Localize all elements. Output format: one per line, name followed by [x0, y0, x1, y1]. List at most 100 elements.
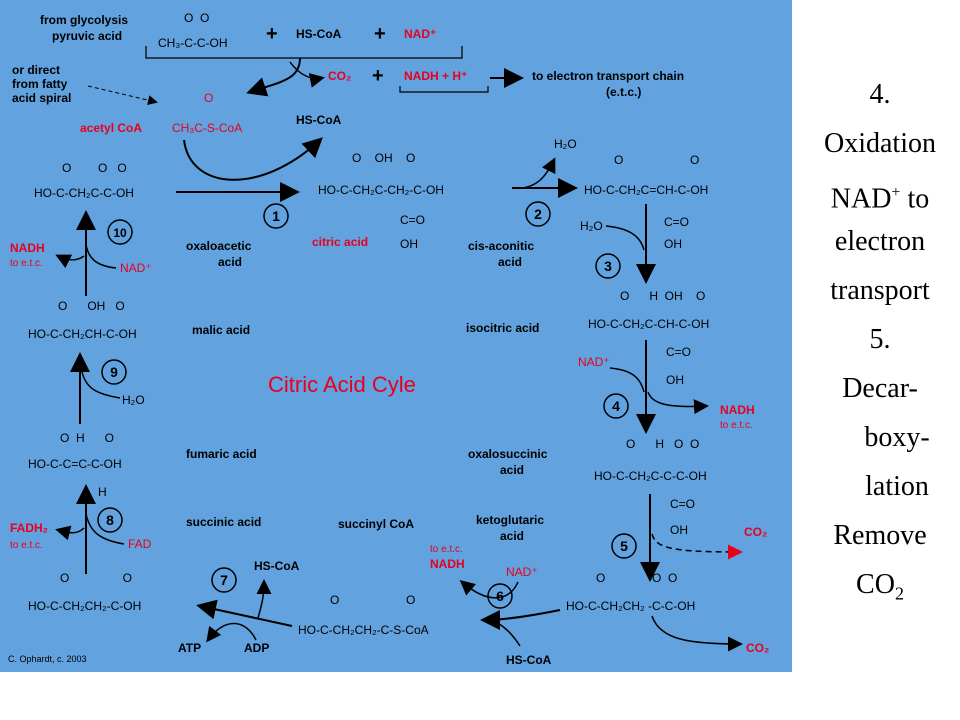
oxalosuccinic-label-2: acid	[500, 463, 524, 477]
or-direct-label-2: from fatty	[12, 77, 68, 91]
hs-coa-reactant: HS-CoA	[296, 27, 342, 41]
fatty-acid-arrow	[87, 85, 158, 106]
step-1-circle	[263, 203, 289, 229]
coa-uptake-arrow	[489, 617, 521, 647]
co2-release-5-arrow	[651, 533, 743, 560]
nad-uptake-arrow	[609, 367, 645, 393]
nad-text: NAD	[830, 183, 892, 215]
side-line-electron: electron	[834, 226, 926, 257]
keto-structure-top: O O O	[596, 571, 677, 585]
nadh-release-10-arrow	[55, 254, 85, 269]
side-line-decar: Decar-	[842, 373, 918, 404]
step-8-number: 8	[106, 512, 114, 528]
iso-structure-sub2: OH	[666, 373, 684, 387]
citric-structure-top: O OH O	[352, 151, 415, 165]
step-4-circle	[603, 393, 629, 419]
succinic-acid-label: succinic acid	[186, 515, 261, 529]
plus-sign-2: +	[374, 23, 386, 45]
oxaloacetic-acid-label-1: oxaloacetic	[186, 239, 252, 253]
oxaloacetic-structure: HO-C-CH₂C-C-OH	[34, 186, 134, 200]
product-bracket	[399, 86, 489, 93]
step-1-number: 1	[272, 208, 280, 224]
step-5-circle	[611, 533, 637, 559]
ketoglutaric-label-1: ketoglutaric	[476, 513, 544, 527]
oxsuc-structure-sub1: C=O	[670, 497, 695, 511]
citric-structure-sub2: OH	[400, 237, 418, 251]
cis-aconitic-label-2: acid	[498, 255, 522, 269]
etc-label-2: (e.t.c.)	[606, 85, 641, 99]
oxsuc-structure-sub2: OH	[670, 523, 688, 537]
step-4-number: 4	[612, 398, 620, 414]
step-2-number: 2	[534, 206, 542, 222]
side-line-transport: transport	[830, 275, 930, 306]
co-text: CO	[856, 569, 895, 600]
h2o-uptake-arrow	[605, 225, 645, 251]
side-line-oxidation: Oxidation	[824, 128, 936, 159]
mal-structure-top: O OH O	[58, 299, 125, 313]
citric-acid-label: citric acid	[312, 235, 368, 249]
etc-label-1: to electron transport chain	[532, 69, 684, 83]
h2o-uptake-9-arrow	[81, 371, 121, 399]
step-7-circle	[211, 567, 237, 593]
cis-structure-sub1: C=O	[664, 215, 689, 229]
side-line-nad: NAD+ to	[800, 168, 960, 217]
acetyl-structure-top: O	[204, 91, 213, 105]
side-notes: 4. Oxidation NAD+ to electron transport …	[800, 70, 960, 609]
cis-structure-top: O O	[614, 153, 699, 167]
h2o-step3: H₂O	[580, 219, 603, 233]
nadh-product: NADH + H⁺	[404, 69, 467, 83]
citric-structure: HO-C-CH₂C-CH₂-C-OH	[318, 183, 444, 197]
co2-step5: CO₂	[744, 525, 767, 539]
fum-structure-sub: H	[98, 485, 107, 499]
co2-step6: CO₂	[746, 641, 769, 655]
citric-structure-sub1: C=O	[400, 213, 425, 227]
hs-coa-step6: HS-CoA	[506, 653, 552, 667]
citric-acid-cycle-diagram: from glycolysis pyruvic acid O O CH₃-C-C…	[0, 0, 792, 672]
step6-arrow	[480, 609, 561, 630]
to-text: to	[900, 183, 930, 215]
co2-release-6-arrow	[651, 615, 743, 652]
adp-atp-arrow	[206, 622, 257, 643]
to-etc-step4: to e.t.c.	[720, 420, 753, 431]
nadh-step10: NADH	[10, 241, 45, 255]
diagram-title: Citric Acid Cyle	[268, 372, 416, 397]
cis-aconitic-label-1: cis-aconitic	[468, 239, 534, 253]
oxaloacetic-structure-top: O O O	[62, 161, 127, 175]
oxsuc-structure-top: O H O O	[626, 437, 699, 451]
iso-structure-sub1: C=O	[666, 345, 691, 359]
succoa-structure: HO-C-CH₂CH₂-C-S-CoA	[298, 623, 429, 637]
step-5-number: 5	[620, 538, 628, 554]
nad-reactant: NAD⁺	[404, 27, 436, 41]
fad-step8: FAD	[128, 537, 152, 551]
side-line-remove: Remove	[833, 520, 927, 551]
atp-step7: ATP	[178, 641, 201, 655]
h2o-release-arrow	[521, 157, 556, 189]
acetyl-coa-structure: CH₃C-S-CoA	[172, 121, 242, 135]
iso-structure: HO-C-CH₂C-CH-C-OH	[588, 317, 709, 331]
step-6-circle	[487, 583, 513, 609]
pyruvic-structure: CH₃-C-C-OH	[158, 36, 228, 50]
nad-sup: +	[891, 184, 901, 201]
acetyl-coa-label: acetyl CoA	[80, 121, 142, 135]
malic-acid-label: malic acid	[192, 323, 250, 337]
succ-structure: HO-C-CH₂CH₂-C-OH	[28, 599, 141, 613]
side-line-step4: 4.	[869, 79, 891, 110]
step-6-number: 6	[496, 588, 504, 604]
to-etc-step6: to e.t.c.	[430, 544, 463, 555]
step-3-circle	[595, 253, 621, 279]
ketoglutaric-label-2: acid	[500, 529, 524, 543]
entry-arrow	[246, 57, 301, 97]
step-10-circle	[107, 219, 133, 245]
cis-structure: HO-C-CH₂C=CH-C-OH	[584, 183, 708, 197]
h2o-step2: H₂O	[554, 137, 577, 151]
fadh2-release-arrow	[55, 525, 85, 541]
succ-structure-top: O O	[60, 571, 132, 585]
side-line-lation: lation	[865, 471, 929, 502]
oxsuc-structure: HO-C-CH₂C-C-C-OH	[594, 469, 707, 483]
or-direct-label-1: or direct	[12, 63, 60, 77]
step-2-circle	[525, 201, 551, 227]
h2o-step9: H₂O	[122, 393, 145, 407]
plus-sign-1: +	[266, 23, 278, 45]
fad-uptake-arrow	[85, 513, 125, 545]
iso-structure-top: O H OH O	[620, 289, 705, 303]
